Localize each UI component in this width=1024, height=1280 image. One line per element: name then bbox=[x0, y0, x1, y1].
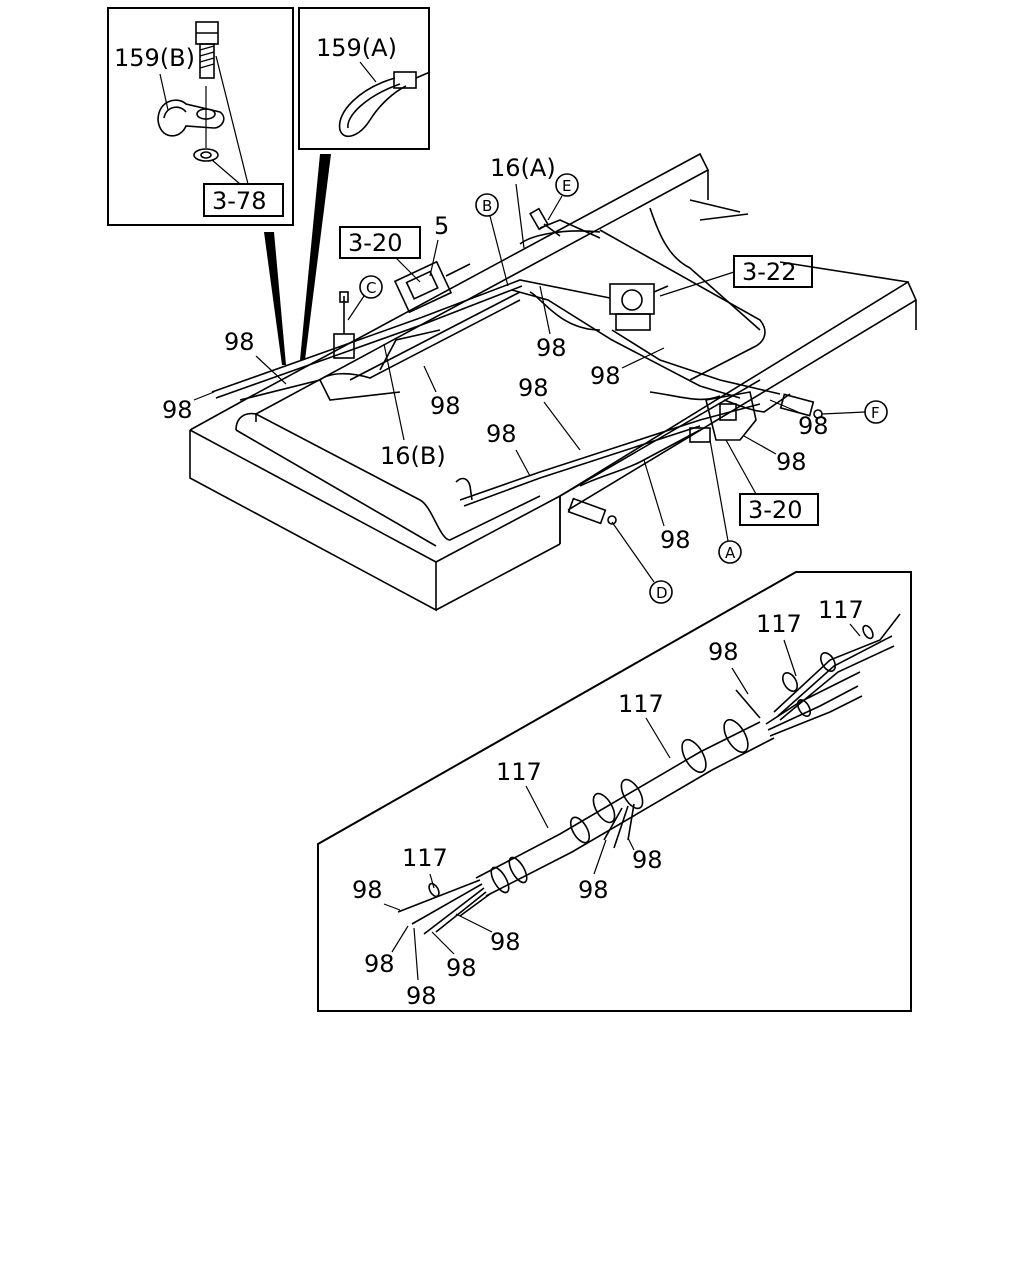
label-3-20-bottom: 3-20 bbox=[748, 496, 802, 524]
label-117-c: 117 bbox=[618, 690, 664, 718]
label-117-d: 117 bbox=[496, 758, 542, 786]
chassis-frame bbox=[189, 152, 918, 612]
pointer-wedge-left bbox=[264, 232, 286, 365]
clip-bolt-assembly bbox=[157, 21, 249, 185]
marker-d: D bbox=[656, 584, 668, 602]
label-98-h: 98 bbox=[798, 412, 829, 440]
label-98-i: 98 bbox=[776, 448, 807, 476]
label-98-k: 98 bbox=[708, 638, 739, 666]
ref-box-3-78 bbox=[203, 183, 284, 217]
cable-tie bbox=[338, 71, 431, 138]
harness-routing bbox=[211, 219, 791, 507]
ref-box-3-20-top bbox=[339, 226, 421, 259]
marker-c-circle bbox=[359, 275, 383, 299]
connector-c-cluster bbox=[333, 291, 355, 359]
ref-box-3-20-bottom bbox=[739, 493, 819, 526]
harness-bundle bbox=[397, 613, 901, 935]
ref-box-3-22 bbox=[733, 255, 813, 288]
label-117-a: 117 bbox=[818, 596, 864, 624]
label-16a: 16(A) bbox=[490, 154, 556, 182]
label-98-c: 98 bbox=[536, 334, 567, 362]
label-159b: 159(B) bbox=[114, 44, 195, 72]
marker-e: E bbox=[562, 177, 571, 195]
marker-a: A bbox=[725, 544, 736, 562]
inset-clip-frame bbox=[107, 7, 294, 226]
label-98-g: 98 bbox=[486, 420, 517, 448]
label-98-p: 98 bbox=[446, 954, 477, 982]
label-98-d: 98 bbox=[590, 362, 621, 390]
label-98-e: 98 bbox=[430, 392, 461, 420]
label-98-b: 98 bbox=[162, 396, 193, 424]
label-3-20-top: 3-20 bbox=[348, 229, 402, 257]
marker-f: F bbox=[871, 404, 880, 422]
marker-a-circle bbox=[718, 540, 742, 564]
label-98-l: 98 bbox=[632, 846, 663, 874]
inset-tie-frame bbox=[298, 7, 430, 150]
label-98-n: 98 bbox=[352, 876, 383, 904]
label-159a: 159(A) bbox=[316, 34, 397, 62]
marker-b: B bbox=[482, 197, 492, 215]
label-3-22: 3-22 bbox=[742, 258, 796, 286]
marker-e-circle bbox=[555, 173, 579, 197]
harness-detail-frame bbox=[317, 571, 912, 1012]
label-16b: 16(B) bbox=[380, 442, 446, 470]
label-98-j: 98 bbox=[660, 526, 691, 554]
label-98-a: 98 bbox=[224, 328, 255, 356]
label-98-o: 98 bbox=[490, 928, 521, 956]
connector-d-cluster bbox=[567, 497, 617, 525]
label-3-78: 3-78 bbox=[212, 187, 266, 215]
label-98-f: 98 bbox=[518, 374, 549, 402]
pointer-wedge-right bbox=[300, 154, 331, 360]
valve-unit bbox=[609, 283, 669, 331]
marker-b-circle bbox=[475, 193, 499, 217]
bracket-a-cluster bbox=[689, 391, 757, 443]
marker-d-circle bbox=[649, 580, 673, 604]
label-98-r: 98 bbox=[406, 982, 437, 1010]
label-117-b: 117 bbox=[756, 610, 802, 638]
label-5: 5 bbox=[434, 212, 449, 240]
junction-block bbox=[393, 260, 471, 314]
label-117-e: 117 bbox=[402, 844, 448, 872]
label-98-m: 98 bbox=[578, 876, 609, 904]
marker-c: C bbox=[366, 279, 376, 297]
label-98-q: 98 bbox=[364, 950, 395, 978]
sensor-e-cluster bbox=[529, 207, 561, 237]
